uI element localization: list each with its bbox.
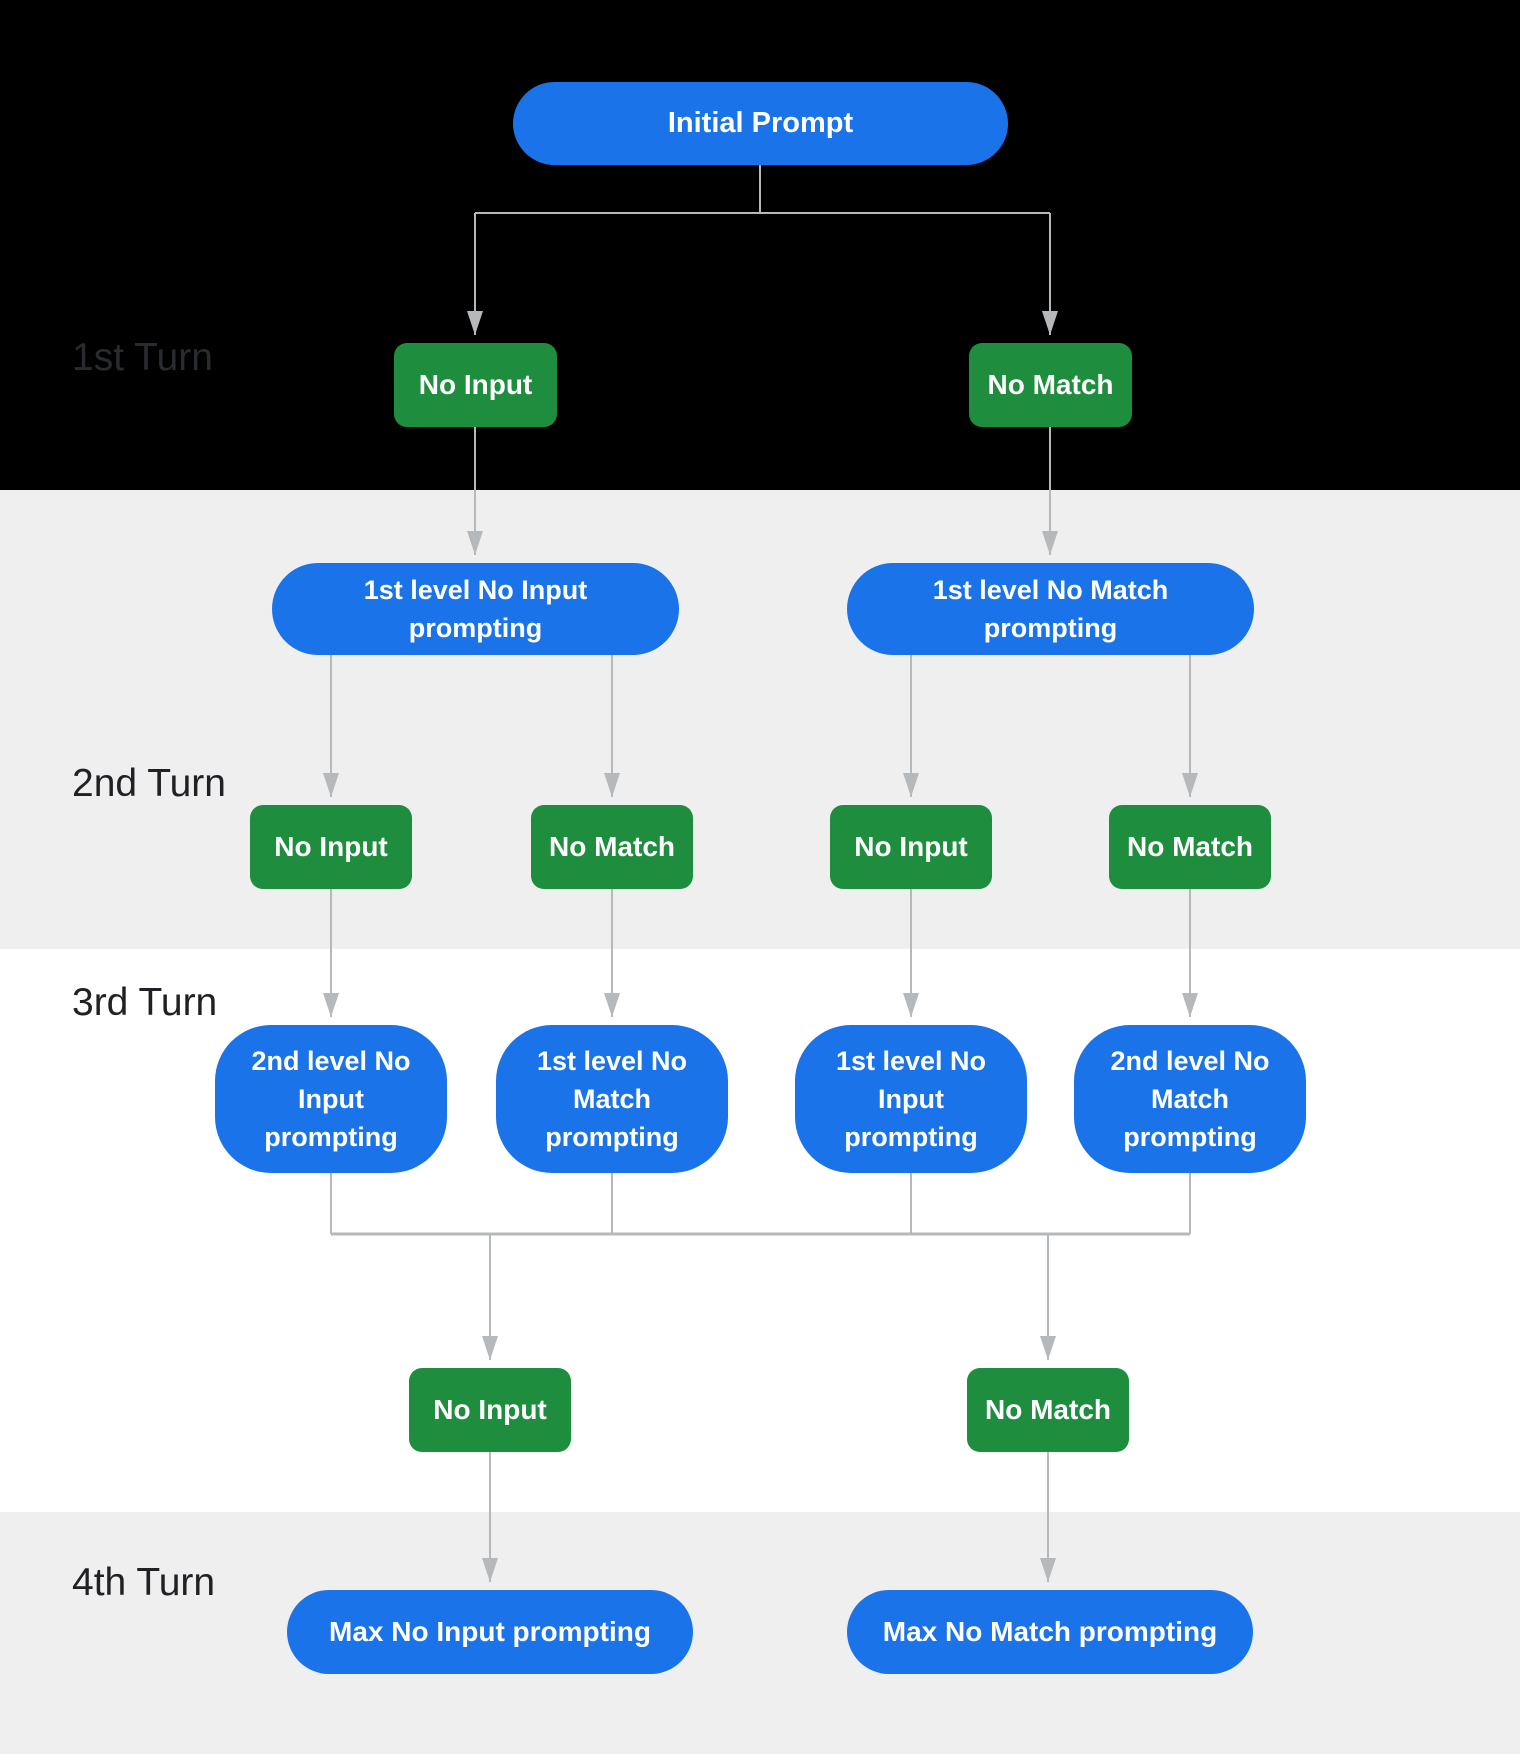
node-turn2-no-input-left: No Input — [250, 805, 412, 889]
node-level2-no-input-prompting: 2nd level No Input prompting — [215, 1025, 447, 1173]
node-level2-no-match-prompting: 2nd level No Match prompting — [1074, 1025, 1306, 1173]
node-turn3-no-match: No Match — [967, 1368, 1129, 1452]
band-turn-1 — [0, 0, 1520, 490]
node-turn1-no-input: No Input — [394, 343, 557, 427]
node-turn2-no-match-right: No Match — [1109, 805, 1271, 889]
turn-label-1: 1st Turn — [72, 336, 213, 379]
node-max-no-input-prompting: Max No Input prompting — [287, 1590, 693, 1674]
node-level1-no-input-prompting-repeat: 1st level No Input prompting — [795, 1025, 1027, 1173]
node-initial-prompt: Initial Prompt — [513, 82, 1008, 165]
band-turn-4 — [0, 1512, 1520, 1754]
turn-label-3: 3rd Turn — [72, 981, 218, 1024]
turn-label-2: 2nd Turn — [72, 762, 226, 805]
band-turn-3 — [0, 949, 1520, 1512]
node-level1-no-input-prompting: 1st level No Input prompting — [272, 563, 679, 655]
node-max-no-match-prompting: Max No Match prompting — [847, 1590, 1253, 1674]
turn-label-4: 4th Turn — [72, 1561, 216, 1604]
node-turn2-no-input-right: No Input — [830, 805, 992, 889]
node-turn2-no-match-left: No Match — [531, 805, 693, 889]
node-turn3-no-input: No Input — [409, 1368, 571, 1452]
node-level1-no-match-prompting: 1st level No Match prompting — [847, 563, 1254, 655]
node-level1-no-match-prompting-repeat: 1st level No Match prompting — [496, 1025, 728, 1173]
band-turn-2 — [0, 490, 1520, 949]
node-turn1-no-match: No Match — [969, 343, 1132, 427]
